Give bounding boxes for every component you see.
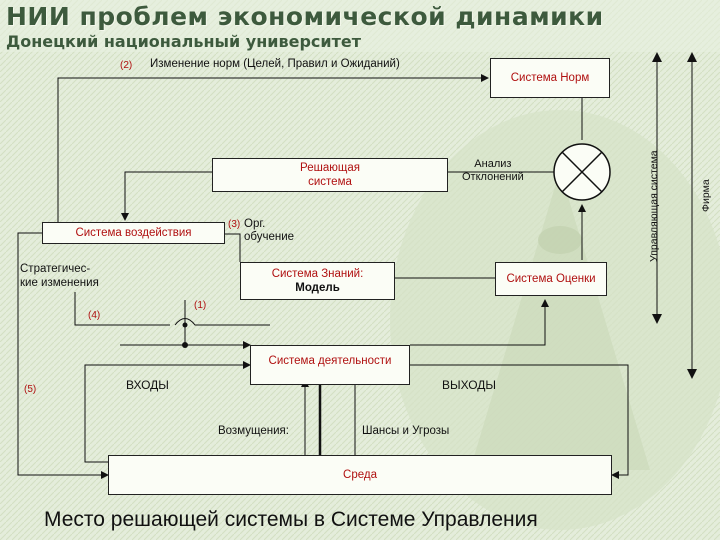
control-system-label: Управляющая система: [648, 150, 660, 262]
firm-bracket-bottom: [687, 369, 697, 379]
impact-system-box: Система воздействия: [42, 222, 225, 244]
norm-change-line: [57, 74, 489, 228]
loop4-number: (4): [88, 310, 101, 321]
norms-system-label: Система Норм: [510, 72, 590, 84]
loop5-number: (5): [24, 384, 37, 395]
knowledge-system-box: Система Знаний: Модель: [240, 262, 395, 300]
knowledge-model-label: Модель: [295, 282, 340, 294]
activity-system-box: Система деятельности: [250, 345, 410, 385]
impact-left-rail: [17, 232, 109, 479]
inputs-line: [84, 361, 251, 463]
loop3-number: (3): [228, 219, 241, 230]
norms-system-box: Система Норм: [490, 58, 610, 98]
activity-to-evaluation-line: [410, 299, 549, 346]
disturbances-label: Возмущения:: [218, 425, 289, 437]
norm-change-label: Изменение норм (Целей, Правил и Ожиданий…: [150, 58, 400, 70]
deciding-system-box: Решающая система: [212, 158, 448, 192]
environment-box: Среда: [108, 455, 612, 495]
loop1-bump: [174, 318, 270, 326]
page-subtitle: Донецкий национальный университет: [6, 32, 361, 51]
firm-bracket-top: [687, 52, 697, 62]
strategic-changes-label: Стратегичес- кие изменения: [20, 263, 99, 289]
evaluation-system-label: Система Оценки: [506, 273, 596, 285]
comparator-icon: [553, 143, 611, 201]
control-bracket-top: [652, 52, 662, 62]
loop1-number: (1): [194, 300, 207, 311]
deciding-system-label: Решающая система: [300, 162, 360, 188]
deciding-to-impact-line: [121, 171, 212, 221]
evaluation-system-box: Система Оценки: [495, 262, 607, 296]
control-bracket-bottom: [652, 314, 662, 324]
strategic-loop-line: [74, 292, 170, 326]
firm-label: Фирма: [700, 179, 712, 212]
page-title: НИИ проблем экономической динамики: [6, 2, 604, 31]
impact-system-label: Система воздействия: [75, 227, 192, 239]
chances-threats-label: Шансы и Угрозы: [362, 425, 450, 437]
slide-caption: Место решающей системы в Системе Управле…: [44, 508, 538, 531]
outputs-line: [410, 364, 629, 479]
inputs-label: ВХОДЫ: [126, 378, 169, 392]
loop2-number: (2): [120, 60, 133, 71]
knowledge-system-label: Система Знаний:: [271, 268, 364, 280]
activity-system-label: Система деятельности: [268, 355, 392, 367]
environment-label: Среда: [343, 469, 377, 481]
outputs-label: ВЫХОДЫ: [442, 378, 497, 392]
deviation-analysis-label: Анализ Отклонений: [462, 158, 524, 183]
org-learning-label: Орг. обучение: [244, 218, 295, 243]
junction-dot-1: [182, 342, 188, 348]
junction-dot-2: [182, 322, 188, 328]
org-learning-line: [225, 233, 241, 262]
